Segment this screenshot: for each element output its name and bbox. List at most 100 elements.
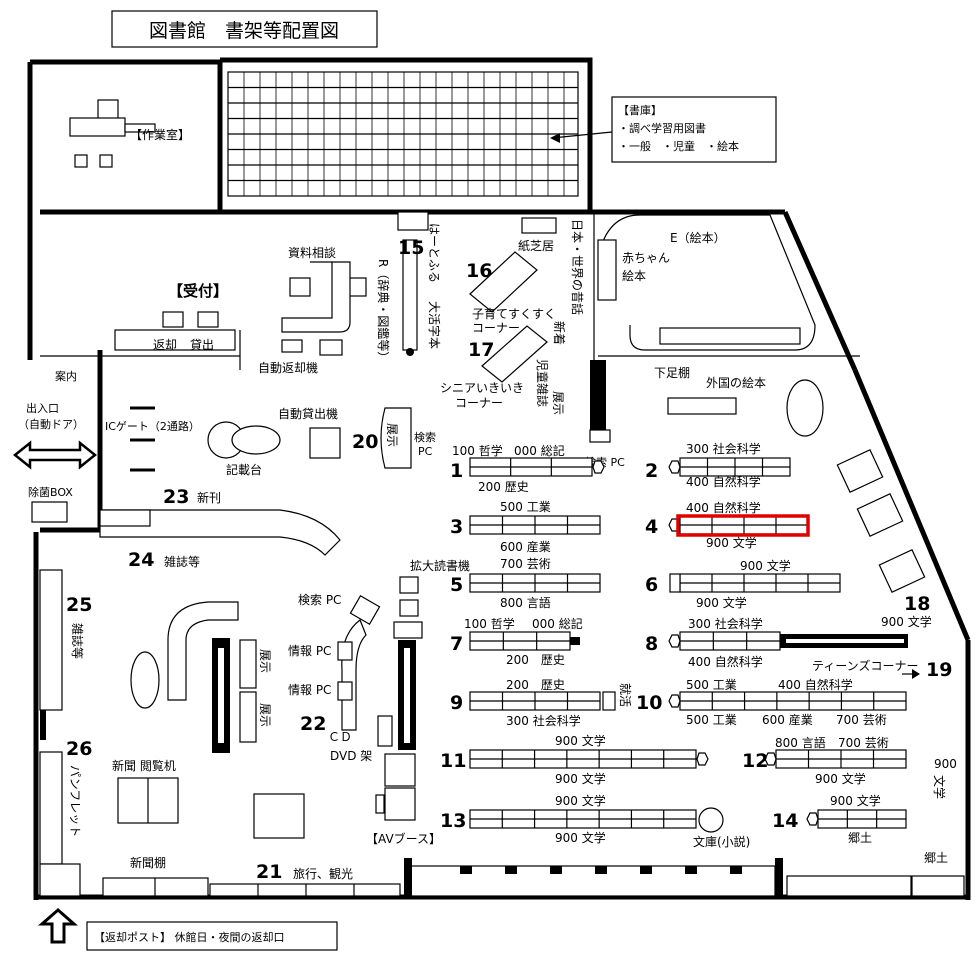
large-reader-label: 拡大読書機 bbox=[410, 558, 470, 573]
hatofuru-label: はーとふる bbox=[427, 223, 441, 283]
baby-books-label: 赤ちゃん bbox=[622, 251, 670, 265]
entrance-area: 案内 出入口 （自動ドア） 除菌BOX ICゲート（2通路） 自動貸出機 記載台 bbox=[12, 369, 341, 523]
corner-16-17: 紙芝居 16 子育てすくすく コーナー 17 シニアいきいき コーナー bbox=[440, 217, 557, 410]
lit-side-label-2: 文学 bbox=[932, 775, 947, 799]
employment-label: 就活 bbox=[618, 683, 632, 707]
shelf-3-number: 3 bbox=[450, 516, 463, 538]
reference-consult-label: 資料相談 bbox=[288, 245, 336, 260]
ic-gate-label: ICゲート（2通路） bbox=[105, 420, 200, 433]
pamphlet-label: パンフレット bbox=[68, 765, 82, 837]
ehon-e-label: E（絵本） bbox=[670, 230, 726, 245]
bunko-label: 文庫(小説) bbox=[693, 834, 750, 849]
display-a-label: 展示 bbox=[258, 649, 272, 673]
shelf-7-bottom: 200 歴史 bbox=[506, 653, 565, 667]
title-box bbox=[111, 10, 378, 48]
search-20-label: 検索 bbox=[414, 430, 436, 444]
parenting-label-2: コーナー bbox=[472, 321, 520, 335]
shelf-5-bottom: 800 言語 bbox=[500, 595, 551, 610]
pc-20-label: PC bbox=[418, 445, 433, 458]
shelf-7 bbox=[469, 631, 580, 651]
cd-label: ＣＤ bbox=[328, 730, 352, 744]
shelf-12-top-a: 800 言語 bbox=[775, 735, 826, 750]
shelf-1-top-a: 100 哲学 bbox=[452, 443, 503, 458]
shelf-2-number: 2 bbox=[645, 460, 658, 482]
shelf-3-bottom: 600 産業 bbox=[500, 539, 551, 554]
shelf-1 bbox=[469, 457, 605, 477]
shelf-9-top: 200 歴史 bbox=[506, 678, 565, 692]
stacks-title: 【書庫】 bbox=[618, 103, 662, 117]
shelf-11 bbox=[469, 749, 709, 769]
stacks-arrow bbox=[551, 131, 613, 139]
shelf-14 bbox=[806, 809, 907, 829]
entrance-label: 出入口 bbox=[26, 401, 59, 415]
shelf-4-bottom: 900 文学 bbox=[706, 535, 757, 550]
kamishibai-label: 紙芝居 bbox=[518, 238, 554, 253]
senior-label-2: コーナー bbox=[455, 396, 503, 410]
shelf-7-top-a: 100 哲学 bbox=[464, 616, 515, 631]
auto-lend-machine bbox=[309, 427, 341, 459]
info-pc1-label: 情報 PC bbox=[288, 644, 331, 658]
info-pc2-label: 情報 PC bbox=[288, 683, 331, 697]
shelf-14-top: 900 文学 bbox=[830, 793, 881, 808]
kids-display-label: 展示 bbox=[551, 391, 565, 415]
reception-label: 【受付】 bbox=[168, 282, 228, 300]
shelf-14-bottom: 郷土 bbox=[848, 831, 872, 845]
corner-19-number: 19 bbox=[926, 659, 952, 681]
shelf-8-bottom: 400 自然科学 bbox=[688, 654, 763, 669]
shelf-8-top: 300 社会科学 bbox=[688, 616, 763, 631]
shelf-4-top: 400 自然科学 bbox=[686, 500, 761, 515]
corner-23-number: 23 bbox=[163, 486, 189, 508]
window-desks bbox=[836, 449, 926, 593]
children-area: 日本・世界の昔話 新着 児童雑誌 展示 検索 PC E（絵本） 赤ちゃん 絵本 … bbox=[535, 214, 824, 469]
newspaper-shelf-label: 新聞棚 bbox=[130, 855, 166, 870]
entrance-arrow-icon bbox=[12, 440, 98, 470]
new-kids-label: 新着 bbox=[552, 321, 567, 345]
shelf-10 bbox=[668, 691, 907, 711]
shelf-11-bottom: 900 文学 bbox=[555, 771, 606, 786]
shelf-6-top: 900 文学 bbox=[740, 558, 791, 573]
stack-room-shelves bbox=[227, 71, 579, 197]
shelf-3-top: 500 工業 bbox=[500, 500, 551, 514]
folk-tales-label: 日本・世界の昔話 bbox=[570, 219, 585, 315]
shelf-5-number: 5 bbox=[450, 574, 463, 596]
magazines-label: 雑誌等 bbox=[164, 554, 200, 569]
shelf-6-bottom: 900 文学 bbox=[696, 595, 747, 610]
corner-21: 新聞棚 21 旅行、観光 bbox=[102, 855, 965, 898]
corner-16-number: 16 bbox=[466, 260, 492, 282]
corner-18-number: 18 bbox=[904, 593, 930, 615]
corner-24-number: 24 bbox=[128, 549, 154, 571]
new-books-magazines: 23 新刊 24 雑誌等 bbox=[99, 486, 341, 571]
shelf-10-number: 10 bbox=[636, 692, 662, 714]
display-20-label: 展示 bbox=[385, 423, 399, 447]
corner-22-number: 22 bbox=[300, 713, 326, 735]
sterilizer-box bbox=[31, 501, 68, 523]
auto-lend-label: 自動貸出機 bbox=[278, 406, 338, 421]
magazines-25-label: 雑誌等 bbox=[70, 623, 85, 659]
shelf-5 bbox=[469, 573, 601, 593]
reference-r-label: R（辞典・図鑑等） bbox=[376, 259, 391, 363]
shelf-8 bbox=[668, 631, 781, 651]
shelf-13-number: 13 bbox=[440, 810, 466, 832]
senior-label: シニアいきいき bbox=[440, 381, 524, 395]
shelf-2 bbox=[668, 457, 791, 477]
shelf-14-number: 14 bbox=[772, 810, 798, 832]
corner-15: 15 R（辞典・図鑑等） はーとふる 大活字本 bbox=[376, 211, 442, 363]
info-label: 案内 bbox=[55, 369, 77, 383]
search-pc-left-label: 検索 PC bbox=[298, 593, 341, 607]
teens-label: ティーンズコーナー bbox=[812, 658, 918, 673]
kids-magazine-label: 児童雑誌 bbox=[535, 359, 550, 407]
shelf-13 bbox=[469, 809, 697, 829]
shelf-4-number: 4 bbox=[645, 516, 658, 538]
sterilizer-label: 除菌BOX bbox=[28, 485, 73, 499]
workroom: 【作業室】 bbox=[69, 99, 190, 168]
shelf-7-top-b: 000 総記 bbox=[532, 616, 583, 631]
reception-area: 【受付】 返却 貸出 資料相談 自動返却機 bbox=[114, 245, 367, 375]
lit-side-label: 900 bbox=[934, 757, 957, 771]
av-area: 展示 展示 新聞 閲覧机 拡大読書機 検索 PC 情報 PC 情報 PC 22 … bbox=[112, 558, 470, 846]
shelf-13-top: 900 文学 bbox=[555, 793, 606, 808]
shelf-2-top: 300 社会科学 bbox=[686, 441, 761, 456]
foreign-books-label: 外国の絵本 bbox=[706, 375, 766, 390]
shelf-10-bottom-c: 700 芸術 bbox=[836, 713, 887, 727]
low-shelf-label: 下足棚 bbox=[654, 365, 690, 380]
